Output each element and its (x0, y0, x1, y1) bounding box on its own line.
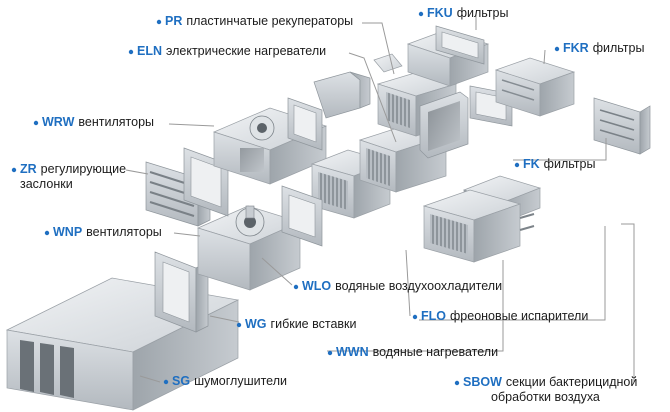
label-wnp-code: WNP (53, 225, 83, 239)
flexible-insert-module (154, 251, 209, 333)
frame-module-c (281, 185, 323, 247)
label-flo: FLO фреоновые испарители (421, 309, 588, 324)
water-heater-module-lower (422, 189, 535, 263)
label-pr-code: PR (165, 14, 183, 28)
filter-module-fkr (494, 57, 576, 117)
label-fkr-code: FKR (563, 41, 589, 55)
label-sbow-text-line2: обработки воздуха (491, 390, 600, 404)
label-fk-text: фильтры (543, 157, 596, 171)
filter-module-side (419, 91, 469, 159)
label-fku-code: FKU (427, 6, 453, 20)
frame-module-d (435, 25, 485, 65)
label-wg-code: WG (245, 317, 267, 331)
label-wlo-code: WLO (302, 279, 332, 293)
label-wnp-text: вентиляторы (86, 225, 162, 239)
label-pr-text: пластинчатые рекуператоры (186, 14, 354, 28)
filter-module-fk (593, 97, 651, 155)
label-wg-text: гибкие вставки (270, 317, 357, 331)
label-sg-text: шумоглушители (194, 374, 287, 388)
label-wwn-text: водяные нагреватели (372, 345, 499, 359)
label-fku-text: фильтры (456, 6, 509, 20)
label-wrw-code: WRW (42, 115, 75, 129)
label-flo-text: фреоновые испарители (450, 309, 589, 323)
label-wlo-text: водяные воздухоохладители (335, 279, 503, 293)
label-sbow-code: SBOW (463, 375, 502, 389)
label-flo-code: FLO (421, 309, 446, 323)
leader-lines (125, 14, 635, 383)
label-dots (11, 11, 560, 386)
label-fkr-text: фильтры (592, 41, 645, 55)
label-eln-code: ELN (137, 44, 162, 58)
label-eln-text: электрические нагреватели (166, 44, 327, 58)
label-zr-code: ZR (20, 162, 37, 176)
label-fk-code: FK (523, 157, 540, 171)
label-zr-text-line2: заслонки (20, 177, 73, 191)
electric-heater-module (313, 71, 371, 119)
frame-module-b (287, 97, 323, 151)
label-sbow-text: секции бактерицидной (505, 375, 638, 389)
label-wwn-code: WWN (336, 345, 369, 359)
label-zr-text: регулирующие (40, 162, 127, 176)
label-sg-code: SG (172, 374, 191, 388)
fan-module-wnp (196, 205, 302, 291)
label-wrw-text: вентиляторы (78, 115, 155, 129)
label-eln: ELN электрические нагреватели (137, 44, 326, 59)
